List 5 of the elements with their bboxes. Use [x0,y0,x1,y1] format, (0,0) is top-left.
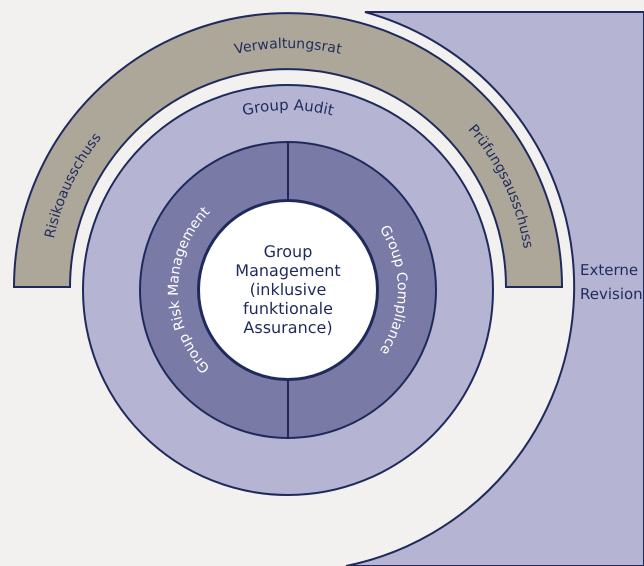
center-label: Group Management (inklusive funktionale Assurance) [235,242,341,337]
band-label: Verwaltungsrat [232,36,344,58]
group-label: Externe Revision [580,261,643,303]
circle-label: Group Audit [240,96,336,120]
side-panel [345,11,644,566]
